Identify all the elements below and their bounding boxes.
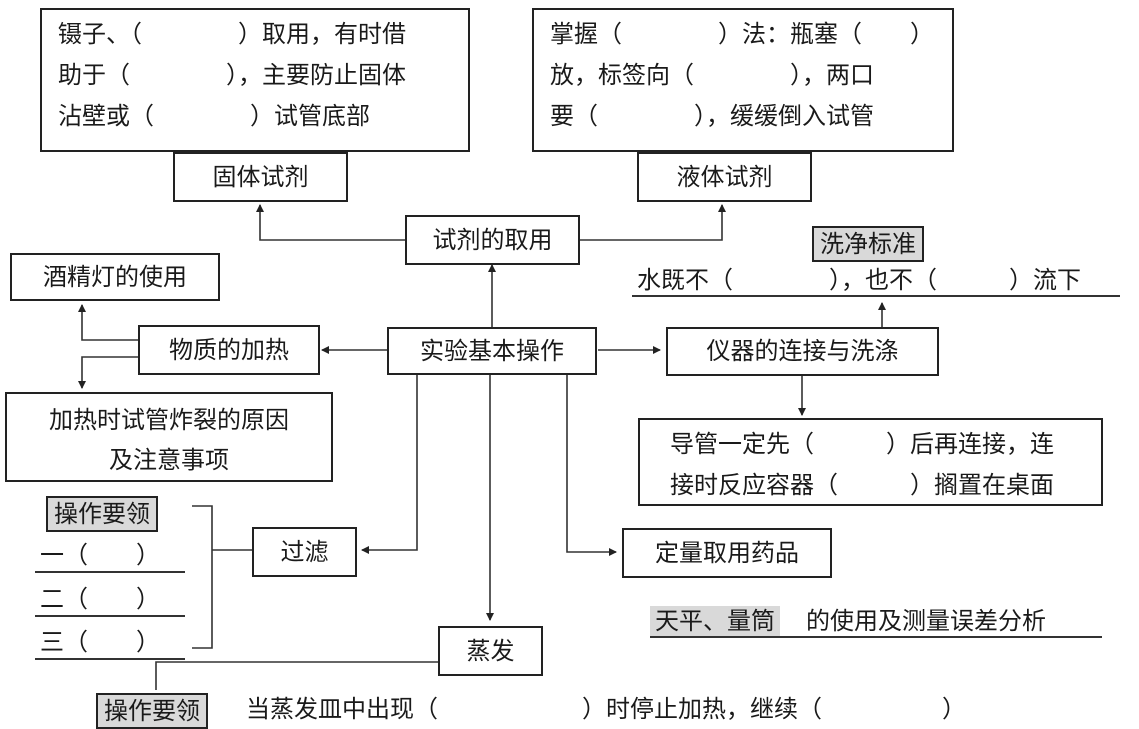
quantitative-taking-box: 定量取用药品 xyxy=(622,528,832,578)
evaporation-box: 蒸发 xyxy=(438,626,543,676)
clean-standard-underline xyxy=(632,295,1120,297)
solid-line-3: 沾壁或（ ）试管底部 xyxy=(58,102,370,130)
reagent-taking-box: 试剂的取用 xyxy=(405,215,580,265)
liquid-line-1: 掌握（ ）法：瓶塞（ ） xyxy=(550,20,934,48)
solid-line-1: 镊子、（ ）取用，有时借 xyxy=(58,20,406,48)
solid-reagent-box: 固体试剂 xyxy=(173,152,348,202)
liquid-line-2: 放，标签向（ ），两口 xyxy=(550,61,874,89)
tube-note-line-2: 接时反应容器（ ）搁置在桌面 xyxy=(670,471,1054,499)
center-basic-operations-box: 实验基本操作 xyxy=(387,327,597,375)
crack-reason-box: 加热时试管炸裂的原因 及注意事项 xyxy=(5,392,333,482)
evaporation-key-points-text: 当蒸发皿中出现（ ）时停止加热，继续（ ） xyxy=(246,695,966,723)
filter-box: 过滤 xyxy=(252,527,357,577)
clean-standard-text: 水既不（ ），也不（ ）流下 xyxy=(637,266,1081,294)
balance-cylinder-text: 的使用及测量误差分析 xyxy=(806,607,1046,635)
evaporation-key-points-tag: 操作要领 xyxy=(96,693,208,729)
crack-reason-line-1: 加热时试管炸裂的原因 xyxy=(49,406,289,434)
filter-step-1: 一（ ） xyxy=(40,541,160,569)
filter-key-points-tag: 操作要领 xyxy=(46,496,158,532)
balance-cylinder-tag: 天平、量筒 xyxy=(650,606,780,636)
connect-wash-box: 仪器的连接与洗涤 xyxy=(666,327,939,376)
heating-box: 物质的加热 xyxy=(138,325,320,375)
filter-step-3-underline xyxy=(35,658,185,660)
filter-step-1-underline xyxy=(35,571,185,573)
clean-standard-tag: 洗净标准 xyxy=(812,226,924,262)
liquid-reagent-box: 液体试剂 xyxy=(637,152,812,202)
liquid-reagent-description: 掌握（ ）法：瓶塞（ ） 放，标签向（ ），两口 要（ ），缓缓倒入试管 xyxy=(532,8,954,152)
crack-reason-line-2: 及注意事项 xyxy=(109,446,229,474)
alcohol-lamp-box: 酒精灯的使用 xyxy=(10,253,220,301)
filter-step-2: 二（ ） xyxy=(40,585,160,613)
tube-note-box: 导管一定先（ ）后再连接，连 接时反应容器（ ）搁置在桌面 xyxy=(638,418,1103,506)
tube-note-line-1: 导管一定先（ ）后再连接，连 xyxy=(670,430,1054,458)
balance-cylinder-underline xyxy=(650,636,1102,638)
filter-step-3: 三（ ） xyxy=(40,628,160,656)
solid-line-2: 助于（ ），主要防止固体 xyxy=(58,61,406,89)
liquid-line-3: 要（ ），缓缓倒入试管 xyxy=(550,102,874,130)
solid-reagent-description: 镊子、（ ）取用，有时借 助于（ ），主要防止固体 沾壁或（ ）试管底部 xyxy=(40,8,470,152)
filter-step-2-underline xyxy=(35,615,185,617)
